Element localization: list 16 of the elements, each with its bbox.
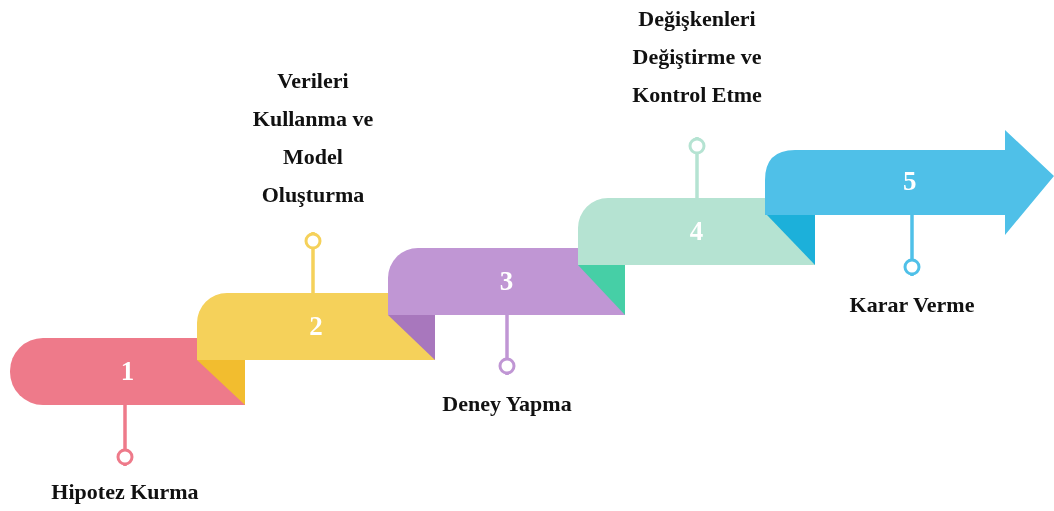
step-label: Verileri Kullanma ve Model Oluşturma: [251, 67, 375, 209]
leader-line: [903, 215, 921, 276]
leader-line: [498, 315, 516, 375]
leader-line: [688, 137, 706, 198]
leader-line: [116, 405, 134, 466]
step-label: Karar Verme: [849, 291, 975, 319]
step-number: 4: [689, 218, 704, 245]
step-label: Hipotez Kurma: [51, 478, 199, 506]
step-number: 2: [309, 313, 323, 340]
leader-line: [304, 232, 322, 293]
step-label: Deney Yapma: [442, 390, 572, 418]
step-arrow: [765, 130, 1054, 235]
step-number: 3: [499, 268, 514, 295]
step-number: 1: [120, 358, 135, 385]
step-label: Değişkenleri Değiştirme ve Kontrol Etme: [631, 5, 763, 109]
step-number: 5: [903, 168, 917, 195]
